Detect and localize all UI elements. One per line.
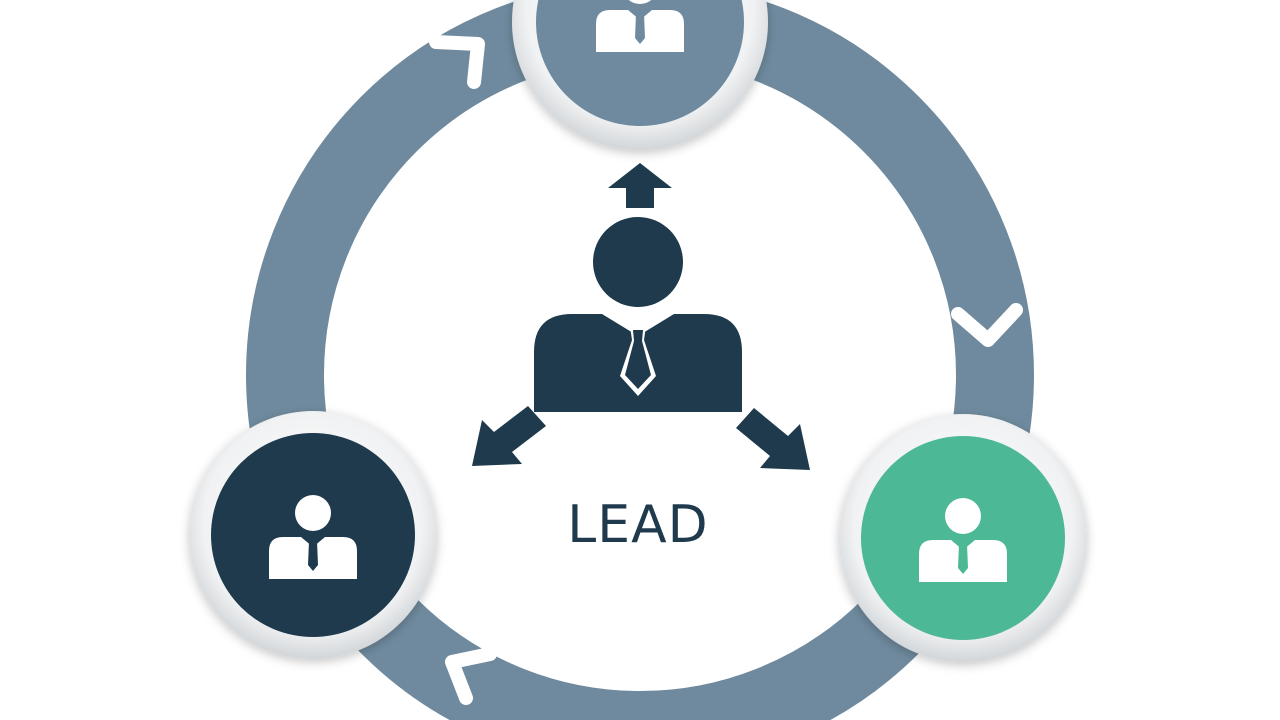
node-top (512, 0, 768, 150)
arrow-up-icon (608, 163, 672, 208)
chevron-arrow-icon (445, 647, 497, 705)
chevron-arrow-icon (951, 303, 1023, 347)
center-label: LEAD (567, 495, 708, 555)
node-bottom-right (839, 414, 1087, 662)
arrow-down-right-icon (736, 408, 810, 470)
chevron-arrow-icon (429, 35, 485, 89)
leader-businessman-icon (472, 163, 810, 470)
node-bottom-left (189, 411, 437, 659)
arrow-down-left-icon (472, 406, 546, 466)
